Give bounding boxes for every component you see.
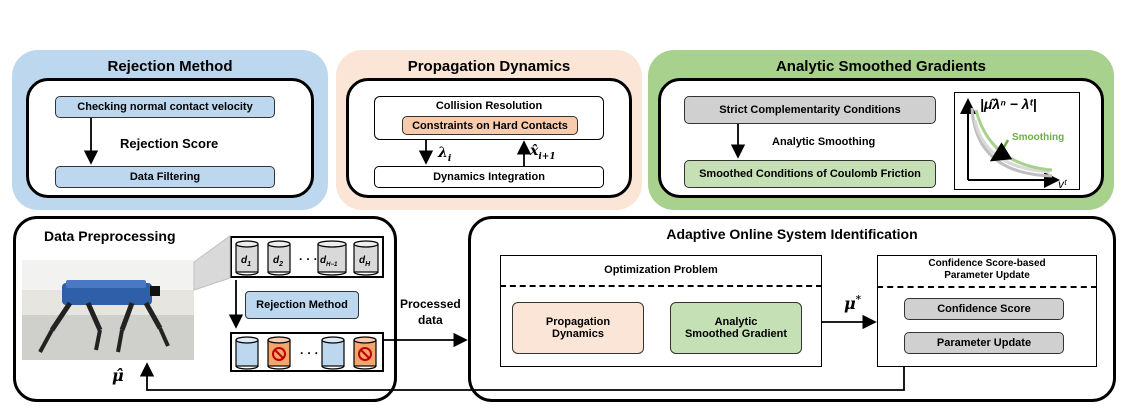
robot-illustration [22, 260, 194, 360]
confidence-title-line1: Confidence Score-based [928, 258, 1046, 269]
x-hat-subscript: i+1 [538, 151, 556, 162]
lambda-subscript: i [447, 153, 452, 164]
filtered-cyl-1 [235, 336, 259, 370]
gradient-line2: Smoothed Gradient [684, 328, 788, 340]
confidence-divider [877, 286, 1097, 288]
x-hat-label: x̂i+1 [530, 143, 556, 162]
data-filtering-box: Data Filtering [55, 166, 275, 188]
cylinder-d1 [235, 240, 259, 276]
plot-ylabel: |μ̂λⁿ − λᵗ| [980, 96, 1037, 112]
robot-leg-4 [143, 301, 163, 330]
confidence-title: Confidence Score-based Parameter Update [877, 258, 1097, 282]
zoom-wedge [193, 235, 231, 291]
dataset-dots: · · · [299, 252, 318, 266]
robot-leg-4b [158, 327, 170, 347]
plot-content [960, 98, 1060, 188]
propagation-dynamics-box: Propagation Dynamics [512, 302, 644, 354]
checking-contact-velocity-box: Checking normal contact velocity [55, 96, 275, 118]
rejection-method-box: Rejection Method [245, 291, 359, 319]
robot-leg-1b [38, 329, 54, 353]
dynamics-integration-box: Dynamics Integration [374, 166, 604, 188]
dh-label: dH [359, 255, 371, 268]
propagation-line2: Dynamics [552, 328, 604, 340]
cylinder-dh-1 [317, 240, 347, 276]
propagation-line1: Propagation [545, 316, 611, 328]
d1-sub: 1 [247, 261, 251, 268]
lambda-symbol: λ [438, 145, 448, 161]
strict-complementarity-box: Strict Complementarity Conditions [684, 96, 936, 124]
filtered-cylinders [235, 336, 377, 370]
analytic-gradient-box: Analytic Smoothed Gradient [670, 302, 802, 354]
lambda-i-label: λi [438, 145, 451, 164]
processed-label: Processed [400, 297, 461, 311]
dh1-label: dH−1 [320, 255, 338, 268]
rejection-method-title: Rejection Method [107, 58, 233, 75]
gradient-line1: Analytic [714, 316, 758, 328]
optimization-title: Optimization Problem [604, 264, 718, 276]
mu-star-label: μ* [844, 294, 861, 313]
smoothed-coulomb-box: Smoothed Conditions of Coulomb Friction [684, 160, 936, 188]
dh1-letter: d [320, 255, 327, 266]
filtered-cyl-4-rejected [353, 336, 377, 370]
mu-hat-label: μ̂ [112, 366, 124, 385]
dh-letter: d [359, 255, 366, 266]
mu-star-sup: * [855, 294, 861, 306]
data-preprocessing-title: Data Preprocessing [44, 228, 176, 244]
robot-leg-2 [85, 301, 103, 332]
analytic-gradients-panel: Analytic Smoothed Gradients Strict Compl… [648, 50, 1114, 210]
rejection-score-label: Rejection Score [120, 136, 219, 151]
plot-curve-grey2 [973, 119, 1051, 174]
robot-body [62, 283, 152, 305]
data-label: data [418, 313, 443, 327]
robot-leg-3 [119, 302, 135, 331]
x-hat-symbol: x̂ [530, 143, 539, 159]
robot-sensor [150, 286, 160, 296]
propagation-dynamics-panel: Propagation Dynamics Collision Resolutio… [336, 50, 642, 210]
robot-leg-2b [94, 329, 102, 351]
robot-leg-1 [49, 301, 73, 332]
rejection-method-panel: Rejection Method Checking normal contact… [12, 50, 328, 210]
confidence-title-line2: Parameter Update [944, 270, 1030, 281]
d2-label: d2 [273, 255, 283, 268]
d2-sub: 2 [278, 261, 283, 268]
robot-leg-3b [116, 329, 124, 353]
reject-icon-1 [272, 347, 286, 361]
filtered-cyl-2-rejected [267, 336, 291, 370]
optimization-divider [500, 285, 822, 287]
filtered-dots: · · · [300, 346, 319, 360]
reject-icon-2 [358, 347, 372, 361]
d2-letter: d [273, 255, 280, 266]
cylinder-dh [353, 240, 379, 276]
dh1-sub: H−1 [326, 262, 338, 268]
plot-xlabel: vᵗ [1058, 177, 1067, 191]
parameter-update-box: Parameter Update [904, 332, 1064, 354]
analytic-smoothing-label: Analytic Smoothing [772, 136, 876, 148]
constraints-hard-contacts-box: Constraints on Hard Contacts [402, 116, 578, 135]
collision-resolution-title: Collision Resolution [435, 100, 543, 112]
analytic-gradients-title: Analytic Smoothed Gradients [775, 58, 987, 75]
feedback-arrow [139, 362, 905, 391]
filtered-cyl-3 [321, 336, 345, 370]
cylinder-d2 [267, 240, 291, 276]
d1-label: d1 [241, 255, 251, 268]
d1-letter: d [241, 255, 248, 266]
plot-smoothing-arrow [989, 139, 1013, 162]
robot-body-top [66, 280, 146, 288]
propagation-dynamics-title: Propagation Dynamics [407, 58, 571, 75]
mu-star-symbol: μ [844, 294, 856, 313]
confidence-score-box: Confidence Score [904, 298, 1064, 320]
identification-title: Adaptive Online System Identification [666, 226, 918, 242]
dh-sub: H [365, 261, 371, 268]
dataset-cylinders [235, 240, 379, 276]
plot-curve-label: Smoothing [1012, 132, 1064, 143]
